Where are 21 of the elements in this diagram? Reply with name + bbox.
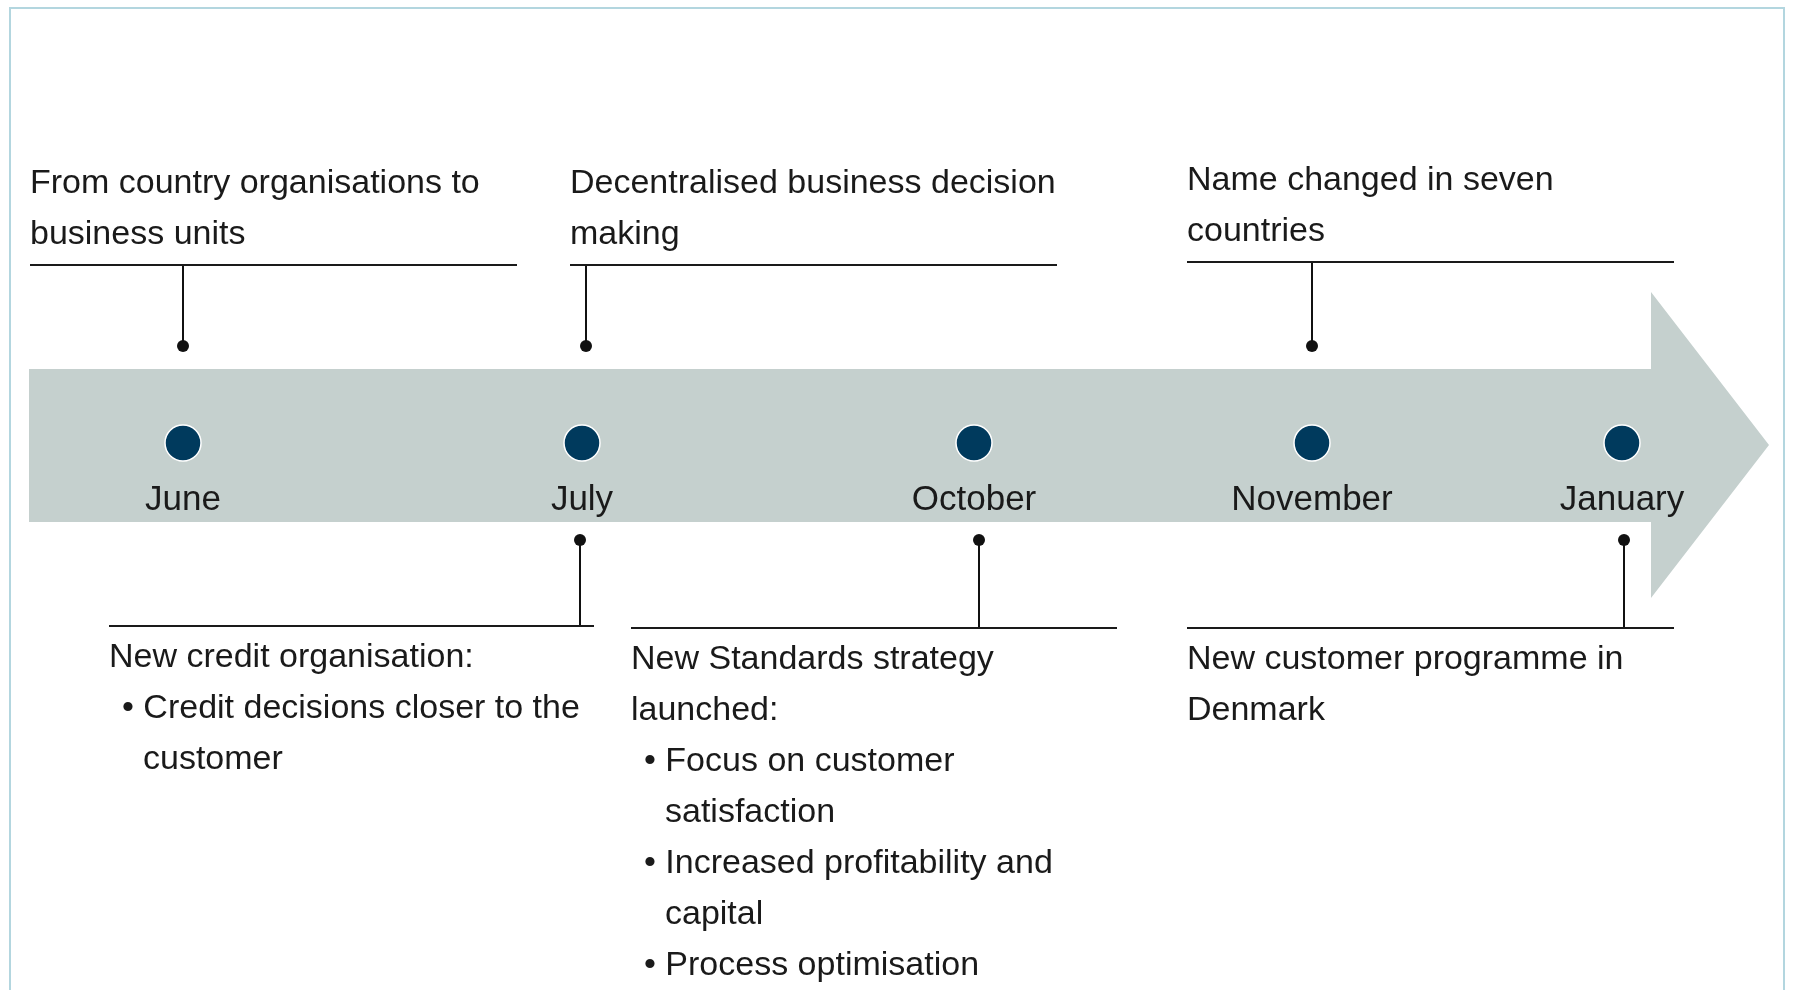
event-text: New credit organisation:	[109, 635, 475, 676]
month-label: October	[910, 477, 1038, 519]
bullet-item: • Credit decisions closer to the customer	[121, 686, 581, 778]
event-text: From country organisations to business units	[30, 161, 481, 253]
month-label: November	[1230, 477, 1394, 519]
leader-line	[177, 265, 189, 352]
leader-line	[1618, 534, 1630, 628]
event-text: New customer programme in Denmark	[1187, 637, 1625, 729]
event-text: New Standards strategy launched:	[631, 637, 995, 729]
leader-line	[1306, 262, 1318, 352]
leader-line	[580, 265, 592, 352]
bullet-item: • Process optimisation	[643, 943, 981, 984]
bullet-item: • Increased profitability and capital	[643, 841, 1054, 933]
month-label: June	[144, 477, 222, 519]
month-label: January	[1558, 477, 1686, 519]
month-label: July	[549, 477, 615, 519]
leader-line	[973, 534, 985, 628]
event-text: Decentralised business decision making	[570, 161, 1057, 253]
leader-line	[574, 534, 586, 626]
bullet-item: • Focus on customer satisfaction	[643, 739, 956, 831]
event-text: Name changed in seven countries	[1187, 158, 1555, 250]
